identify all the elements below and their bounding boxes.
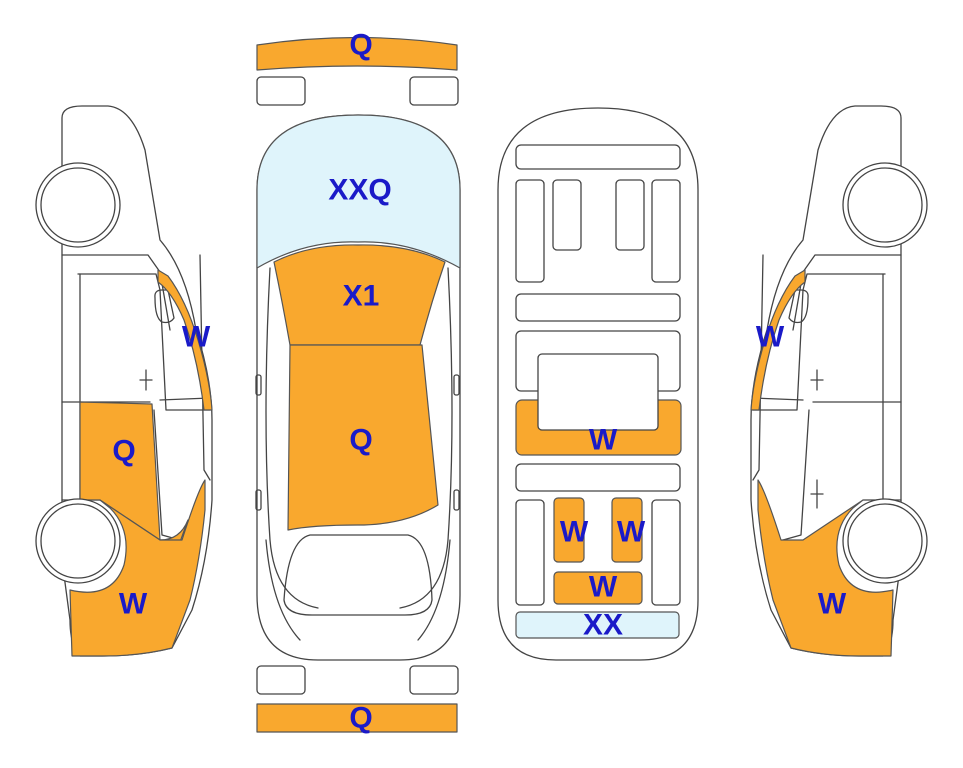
label-front-bumper: Q	[349, 29, 372, 62]
label-floor-left-panel: W	[560, 516, 589, 549]
label-floor-front-panel: W	[589, 571, 618, 604]
label-right-front-fender: W	[818, 588, 847, 621]
label-windshield: XXQ	[328, 174, 391, 207]
left-front-pillar-panel	[157, 269, 213, 411]
front-left-headlight	[256, 76, 306, 106]
front-right-headlight	[409, 76, 459, 106]
underside-view: W W W W XX	[497, 107, 699, 661]
right-front-wheel	[842, 498, 928, 584]
hood-front-panel	[273, 244, 446, 346]
top-view: Q XXQ X1 Q Q	[255, 29, 461, 735]
label-right-front-pillar: W	[756, 321, 785, 354]
rear-left-taillight	[256, 665, 306, 695]
right-front-fender-panel	[757, 479, 894, 657]
front-bumper-panel	[256, 36, 458, 71]
label-left-front-fender: W	[119, 588, 148, 621]
label-floor-front-strip: XX	[583, 609, 623, 642]
rear-right-taillight	[409, 665, 459, 695]
left-side-view: W Q W	[35, 105, 213, 657]
left-front-fender-panel	[69, 479, 206, 657]
windshield-panel	[256, 114, 461, 269]
label-hood: Q	[349, 424, 372, 457]
floor-left-panel	[553, 497, 585, 563]
hood-panel	[287, 344, 439, 531]
label-floor-right-panel: W	[617, 516, 646, 549]
right-rear-wheel	[842, 162, 928, 248]
label-floor-cross-member: W	[589, 424, 618, 457]
label-left-front-pillar: W	[182, 321, 211, 354]
label-left-front-door: Q	[112, 435, 135, 468]
floor-front-panel	[553, 571, 643, 605]
label-rear-bumper: Q	[349, 702, 372, 735]
floor-right-panel	[611, 497, 643, 563]
left-front-wheel	[35, 498, 121, 584]
left-rear-wheel	[35, 162, 121, 248]
right-side-view: W W	[750, 105, 928, 657]
label-hood-front: X1	[343, 280, 380, 313]
rear-bumper-panel	[256, 703, 458, 733]
floor-front-strip	[515, 611, 680, 639]
right-front-pillar-panel	[750, 269, 806, 411]
